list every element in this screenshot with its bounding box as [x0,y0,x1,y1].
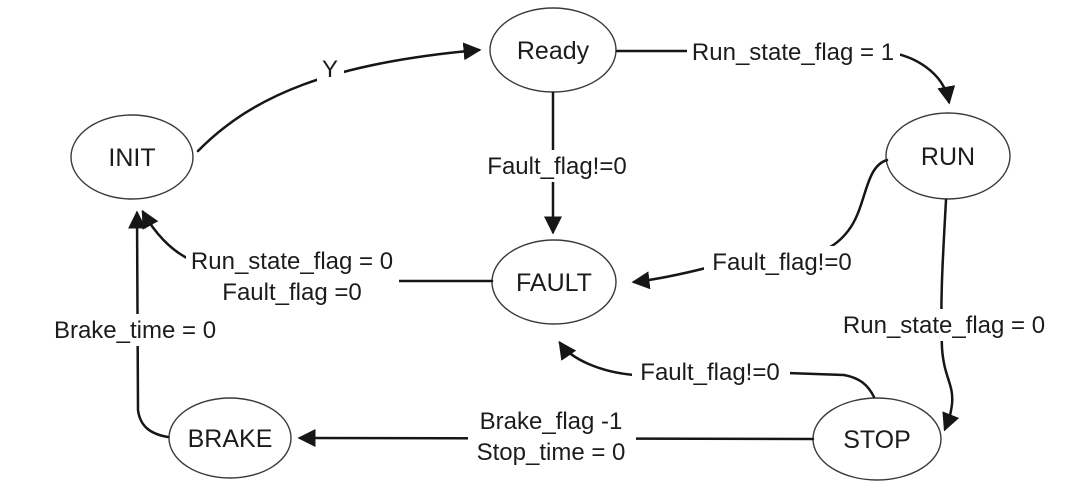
transition-run-to-stop-path [940,198,960,432]
transition-brake-to-init [128,210,170,439]
label-background [317,54,344,82]
label-background [476,150,640,182]
transition-stop-to-fault-labelgroup: Fault_flag!=0 [632,356,790,388]
state-brake-ellipse [168,397,292,479]
transition-init-to-ready [196,42,482,153]
transition-run-to-fault-path [631,266,708,290]
transition-stop-to-brake-label-line1: Brake_flag -1 [480,408,623,435]
transition-fault-to-init [141,209,494,283]
transition-fault-to-init-labelgroup: Run_state_flag = 0 Fault_flag =0 [186,245,399,307]
transition-stop-to-brake-labelgroup: Brake_flag -1 Stop_time = 0 [468,405,636,467]
transition-stop-to-fault-tail [785,371,876,399]
transition-run-to-stop-labelgroup: Run_state_flag = 0 [843,309,1048,341]
transition-run-to-fault-tail [824,158,889,251]
state-init-label: INIT [108,144,155,172]
label-background [186,245,399,307]
transition-init-to-ready-path [196,42,482,153]
transition-init-to-ready-labelgroup: Y [317,54,344,83]
transition-fault-to-init-path [141,209,193,262]
transition-ready-to-run-labelgroup: Run_state_flag = 1 [687,37,900,68]
transition-run-to-stop [940,198,960,432]
transition-stop-to-brake-label-line2: Stop_time = 0 [477,439,626,466]
transition-run-to-fault-label: Fault_flag!=0 [712,249,851,276]
transition-fault-to-init-label-line2: Fault_flag =0 [222,279,361,306]
state-run-label: RUN [921,143,975,171]
label-background [632,356,790,388]
state-brake-label: BRAKE [188,425,273,453]
state-run-ellipse [885,112,1011,200]
state-brake-node [168,397,292,479]
transition-brake-to-init-path [128,210,170,439]
state-ready-label: Ready [517,37,590,65]
transition-init-to-ready-label: Y [322,56,338,83]
state-init-node [70,114,194,200]
state-stop-label: STOP [843,426,911,454]
transition-ready-to-fault-labelgroup: Fault_flag!=0 [476,150,640,182]
transition-fault-to-init-label-line1: Run_state_flag = 0 [191,248,393,275]
state-init-ellipse [70,114,194,200]
transition-brake-to-init-labelgroup: Brake_time = 0 [49,314,221,346]
transition-run-to-fault-labelgroup: Fault_flag!=0 [704,246,862,278]
transition-stop-to-fault [558,340,876,399]
state-run-node [885,112,1011,200]
label-background [49,314,221,346]
state-fault-label: FAULT [516,269,592,297]
transition-ready-to-run-label: Run_state_flag = 1 [692,39,894,66]
transition-run-to-fault [631,158,889,290]
transition-brake-to-init-label: Brake_time = 0 [54,317,216,344]
label-background [844,309,1048,341]
label-background [468,405,636,467]
transition-stop-to-fault-path [558,340,636,377]
label-background [687,37,900,68]
label-background [704,246,862,278]
transition-run-to-stop-label: Run_state_flag = 0 [843,312,1045,339]
transition-ready-to-fault-label: Fault_flag!=0 [487,153,626,180]
transition-stop-to-fault-label: Fault_flag!=0 [640,359,779,386]
